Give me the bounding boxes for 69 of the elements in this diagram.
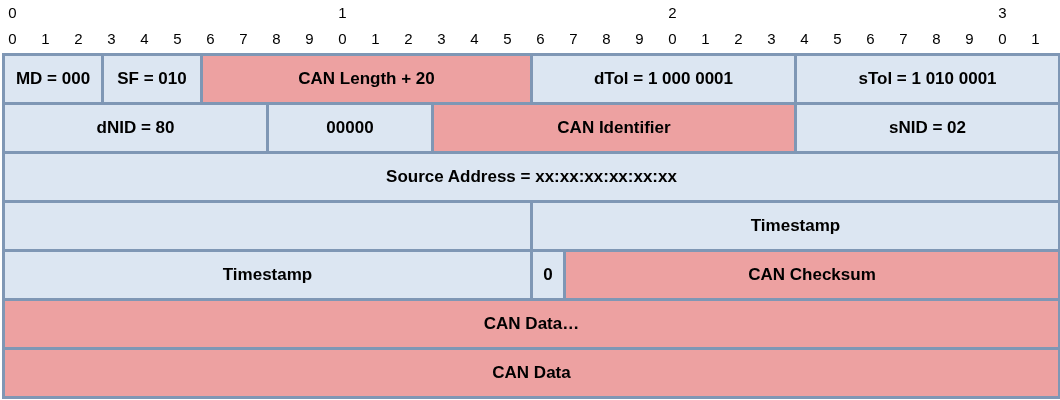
field-box [2, 102, 269, 154]
bit-number: 2 [667, 4, 678, 22]
bit-number: 6 [205, 30, 216, 48]
field-box [200, 53, 533, 105]
bit-number: 0 [337, 30, 348, 48]
field-label: dNID = 80 [96, 118, 175, 138]
field-box [2, 53, 104, 105]
bit-number: 5 [832, 30, 843, 48]
bit-number: 7 [898, 30, 909, 48]
field-label: sTol = 1 010 0001 [858, 69, 997, 89]
field-label: Timestamp [222, 265, 313, 285]
bit-number: 3 [997, 4, 1008, 22]
bit-number: 6 [865, 30, 876, 48]
bit-number: 9 [634, 30, 645, 48]
bit-number: 0 [997, 30, 1008, 48]
bit-number: 7 [238, 30, 249, 48]
bit-number: 3 [106, 30, 117, 48]
field-label: CAN Identifier [557, 118, 671, 138]
bit-number: 1 [370, 30, 381, 48]
bit-number: 3 [766, 30, 777, 48]
field-box [2, 200, 533, 252]
field-box [794, 102, 1060, 154]
field-box [101, 53, 203, 105]
field-box [530, 200, 1060, 252]
field-label: CAN Data [492, 363, 571, 383]
bit-number: 9 [964, 30, 975, 48]
field-box [266, 102, 434, 154]
field-label: MD = 000 [15, 69, 91, 89]
field-label: dTol = 1 000 0001 [593, 69, 734, 89]
field-box [530, 53, 797, 105]
bit-number: 1 [1030, 30, 1041, 48]
field-label: 0 [543, 265, 553, 285]
field-label: sNID = 02 [889, 118, 966, 138]
bit-number: 4 [139, 30, 150, 48]
field-box [563, 249, 1060, 301]
field-label: CAN Data… [483, 314, 580, 334]
field-box [530, 249, 566, 301]
bit-number: 1 [337, 4, 348, 22]
bit-number: 0 [7, 30, 18, 48]
field-label: Source Address = xx:xx:xx:xx:xx:xx [386, 167, 677, 187]
bit-number: 5 [502, 30, 513, 48]
field-label: CAN Length + 20 [298, 69, 435, 89]
field-box [2, 151, 1060, 203]
bit-number: 2 [403, 30, 414, 48]
bit-number: 1 [40, 30, 51, 48]
bit-number: 7 [568, 30, 579, 48]
bit-number: 0 [7, 4, 18, 22]
field-box [2, 347, 1060, 399]
bit-number: 8 [931, 30, 942, 48]
bit-number: 8 [601, 30, 612, 48]
field-label: 00000 [326, 118, 374, 138]
bit-number: 4 [469, 30, 480, 48]
field-box [431, 102, 797, 154]
bit-number: 3 [436, 30, 447, 48]
bit-number: 2 [73, 30, 84, 48]
field-label: Timestamp [750, 216, 841, 236]
bit-number: 2 [733, 30, 744, 48]
bit-number: 8 [271, 30, 282, 48]
field-box [2, 298, 1060, 350]
bit-number: 1 [700, 30, 711, 48]
bit-number: 5 [172, 30, 183, 48]
bit-number: 9 [304, 30, 315, 48]
bit-number: 6 [535, 30, 546, 48]
field-box [794, 53, 1060, 105]
bit-number: 0 [667, 30, 678, 48]
field-box [2, 249, 533, 301]
field-label: SF = 010 [117, 69, 187, 89]
field-label: CAN Checksum [748, 265, 876, 285]
bit-number: 4 [799, 30, 810, 48]
